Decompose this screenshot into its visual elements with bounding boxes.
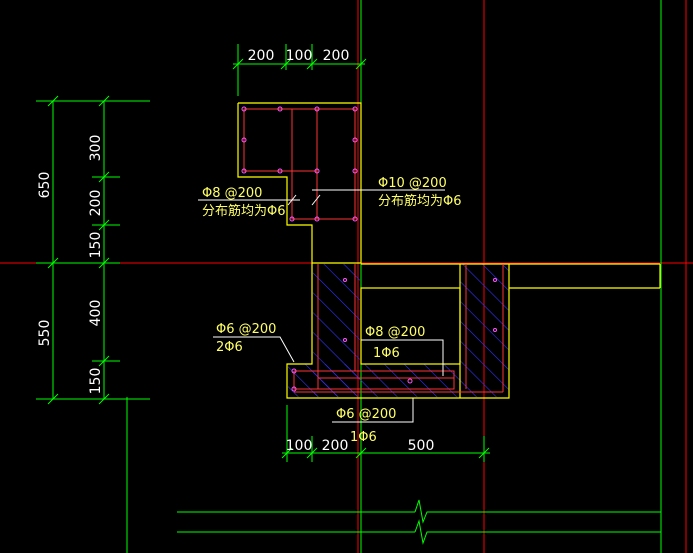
break-symbol-2 <box>414 519 661 545</box>
label-bottom-bar: Φ6 @200 <box>336 407 396 422</box>
rebar-dot-20 <box>493 328 497 332</box>
dim-400: 400 <box>88 300 104 327</box>
rebar-dot-19 <box>493 278 497 282</box>
top-tick-3 <box>306 58 318 70</box>
leader-bottom <box>332 398 414 423</box>
rebar-dot-13 <box>352 216 358 222</box>
rebar-dot-9 <box>314 168 320 174</box>
top-tick-4 <box>355 58 367 70</box>
bottom-dim-texts: 100 200 500 <box>286 438 435 454</box>
rebar-dot-14 <box>291 368 297 374</box>
left-tick-9 <box>98 393 110 405</box>
rebar-dot-17 <box>343 278 347 282</box>
leader-left-lower <box>213 336 295 363</box>
rebar-dot-11 <box>289 216 295 222</box>
dim-200-top-right: 200 <box>323 48 350 64</box>
rebar-dots <box>241 106 497 392</box>
lower-stirrup <box>293 370 455 390</box>
label-left-upper-dist: 分布筋均为Φ6 <box>202 203 286 219</box>
left-dimensions <box>36 95 150 405</box>
bottom-tick-2 <box>306 447 318 459</box>
dim-100-bottom: 100 <box>286 438 313 454</box>
label-mid-dist: 1Φ6 <box>373 346 400 361</box>
bottom-dimensions <box>281 405 490 462</box>
left-dim-texts: 300 200 150 400 150 650 550 <box>37 135 104 395</box>
dim-300: 300 <box>88 135 104 162</box>
rebar-dot-12 <box>314 216 320 222</box>
dim-500-bottom: 500 <box>408 438 435 454</box>
left-tick-6 <box>98 219 110 231</box>
dim-150-lower: 150 <box>88 368 104 395</box>
leader-right-upper-tick <box>311 194 321 206</box>
left-tick-7 <box>98 257 110 269</box>
top-dimensions <box>232 44 367 96</box>
left-tick-4 <box>98 95 110 107</box>
rebar-dot-10 <box>352 168 358 174</box>
top-tick-1 <box>232 58 244 70</box>
left-tick-2 <box>47 257 59 269</box>
dim-200-bottom: 200 <box>322 438 349 454</box>
upper-hook <box>291 171 317 220</box>
annotation-leaders <box>198 189 445 423</box>
rebar-dot-6 <box>352 137 358 143</box>
label-left-upper-bar: Φ8 @200 <box>202 186 262 201</box>
rebar-dot-1 <box>241 106 247 112</box>
upper-beam-outline <box>237 102 362 264</box>
lower-section-outline <box>286 263 510 399</box>
left-tick-1 <box>47 95 59 107</box>
rebar-dot-7 <box>241 168 247 174</box>
label-mid-bar: Φ8 @200 <box>365 325 425 340</box>
reinforcement <box>243 108 504 393</box>
leader-left-upper-tick <box>287 194 297 206</box>
section-outline <box>237 102 661 399</box>
label-left-lower-dist: 2Φ6 <box>216 340 243 355</box>
rebar-dot-3 <box>314 106 320 112</box>
label-left-lower-bar: Φ6 @200 <box>216 322 276 337</box>
dim-550: 550 <box>37 320 53 347</box>
bottom-tick-4 <box>478 447 490 459</box>
left-tick-3 <box>47 393 59 405</box>
leader-mid <box>361 339 444 376</box>
rebar-dot-18 <box>343 338 347 342</box>
rebar-dot-16 <box>407 378 413 384</box>
left-tick-5 <box>98 171 110 183</box>
top-dim-texts: 200 100 200 <box>248 48 350 64</box>
left-tick-8 <box>98 355 110 367</box>
top-tick-2 <box>280 58 292 70</box>
bottom-tick-3 <box>355 447 367 459</box>
dim-200-top-left: 200 <box>248 48 275 64</box>
label-right-upper-dist: 分布筋均为Φ6 <box>378 193 462 209</box>
annotation-texts: Φ8 @200 分布筋均为Φ6 Φ10 @200 分布筋均为Φ6 Φ6 @200… <box>202 176 462 445</box>
label-bottom-dist: 1Φ6 <box>350 430 377 445</box>
dim-650: 650 <box>37 172 53 199</box>
dim-150-upper: 150 <box>88 232 104 259</box>
rebar-dot-4 <box>352 106 358 112</box>
hatch-wall-right <box>460 264 509 397</box>
label-right-upper-bar: Φ10 @200 <box>378 176 447 191</box>
rebar-dot-8 <box>277 168 283 174</box>
bottom-tick-1 <box>281 447 293 459</box>
rebar-dot-5 <box>241 137 247 143</box>
rebar-dot-15 <box>291 386 297 392</box>
rebar-dot-2 <box>277 106 283 112</box>
dim-200-left: 200 <box>88 190 104 217</box>
dim-100-top: 100 <box>286 48 313 64</box>
break-symbol-1 <box>414 499 661 524</box>
